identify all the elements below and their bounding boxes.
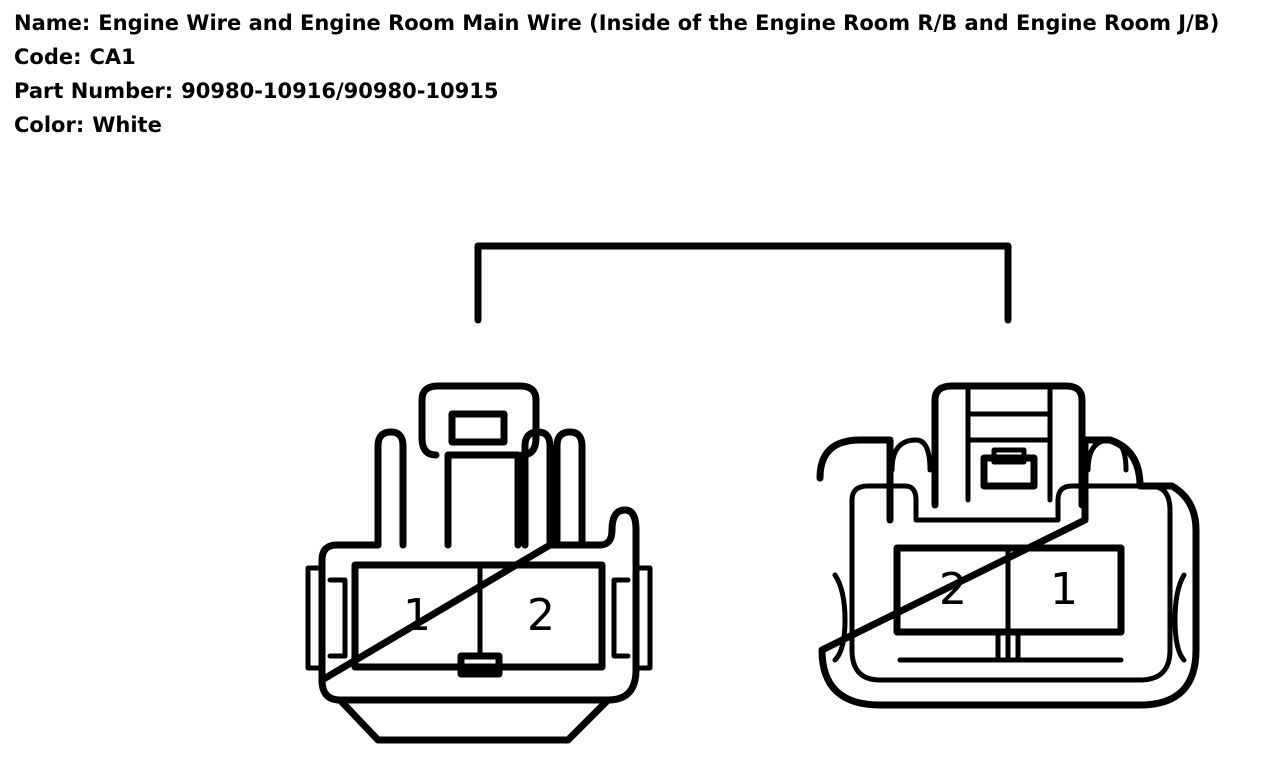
right-body-outline: [816, 436, 1200, 709]
color-row: Color: White: [14, 108, 1219, 142]
name-label: Name:: [14, 11, 91, 35]
left-pin-label: 2: [527, 590, 555, 641]
right-latch-window: [980, 454, 1038, 490]
part-number-label: Part Number:: [14, 79, 174, 103]
right-pin-label: 2: [939, 564, 967, 615]
left-side-rib-right: [633, 565, 653, 671]
left-connector: 1 2: [305, 382, 653, 744]
right-pin-label: 1: [1050, 564, 1078, 615]
right-shoulder-right: [1085, 437, 1129, 473]
code-value: CA1: [89, 45, 136, 69]
mating-bracket: [474, 242, 1012, 324]
left-key-tab: [457, 652, 503, 678]
connector-info: Name: Engine Wire and Engine Room Main Wi…: [14, 6, 1219, 142]
left-post-3: [553, 428, 586, 549]
right-shoulder-left: [889, 437, 933, 473]
left-latch-window: [448, 410, 508, 446]
left-latch-hood: [418, 382, 540, 459]
left-latch-tower: [444, 451, 522, 549]
part-number-row: Part Number: 90980-10916/90980-10915: [14, 74, 1219, 108]
right-latch-lock: [991, 447, 1027, 465]
right-connector: 2 1: [816, 382, 1200, 709]
left-inner-rib-right: [611, 577, 631, 659]
code-row: Code: CA1: [14, 40, 1219, 74]
left-post-1: [374, 428, 407, 549]
code-label: Code:: [14, 45, 82, 69]
right-latch-tower: [931, 382, 1086, 509]
left-inner-rib-left: [327, 577, 348, 659]
left-skirt: [336, 696, 612, 744]
name-value: Engine Wire and Engine Room Main Wire (I…: [98, 11, 1220, 35]
color-value: White: [92, 113, 162, 137]
right-inner-outline: [849, 483, 1173, 683]
right-side-rib-left: [832, 572, 848, 663]
name-row: Name: Engine Wire and Engine Room Main Wi…: [14, 6, 1219, 40]
left-side-rib-left: [305, 565, 325, 671]
color-label: Color:: [14, 113, 85, 137]
right-side-rib-right: [1172, 572, 1187, 663]
left-pin-label: 1: [403, 590, 431, 641]
part-number-value: 90980-10916/90980-10915: [181, 79, 499, 103]
